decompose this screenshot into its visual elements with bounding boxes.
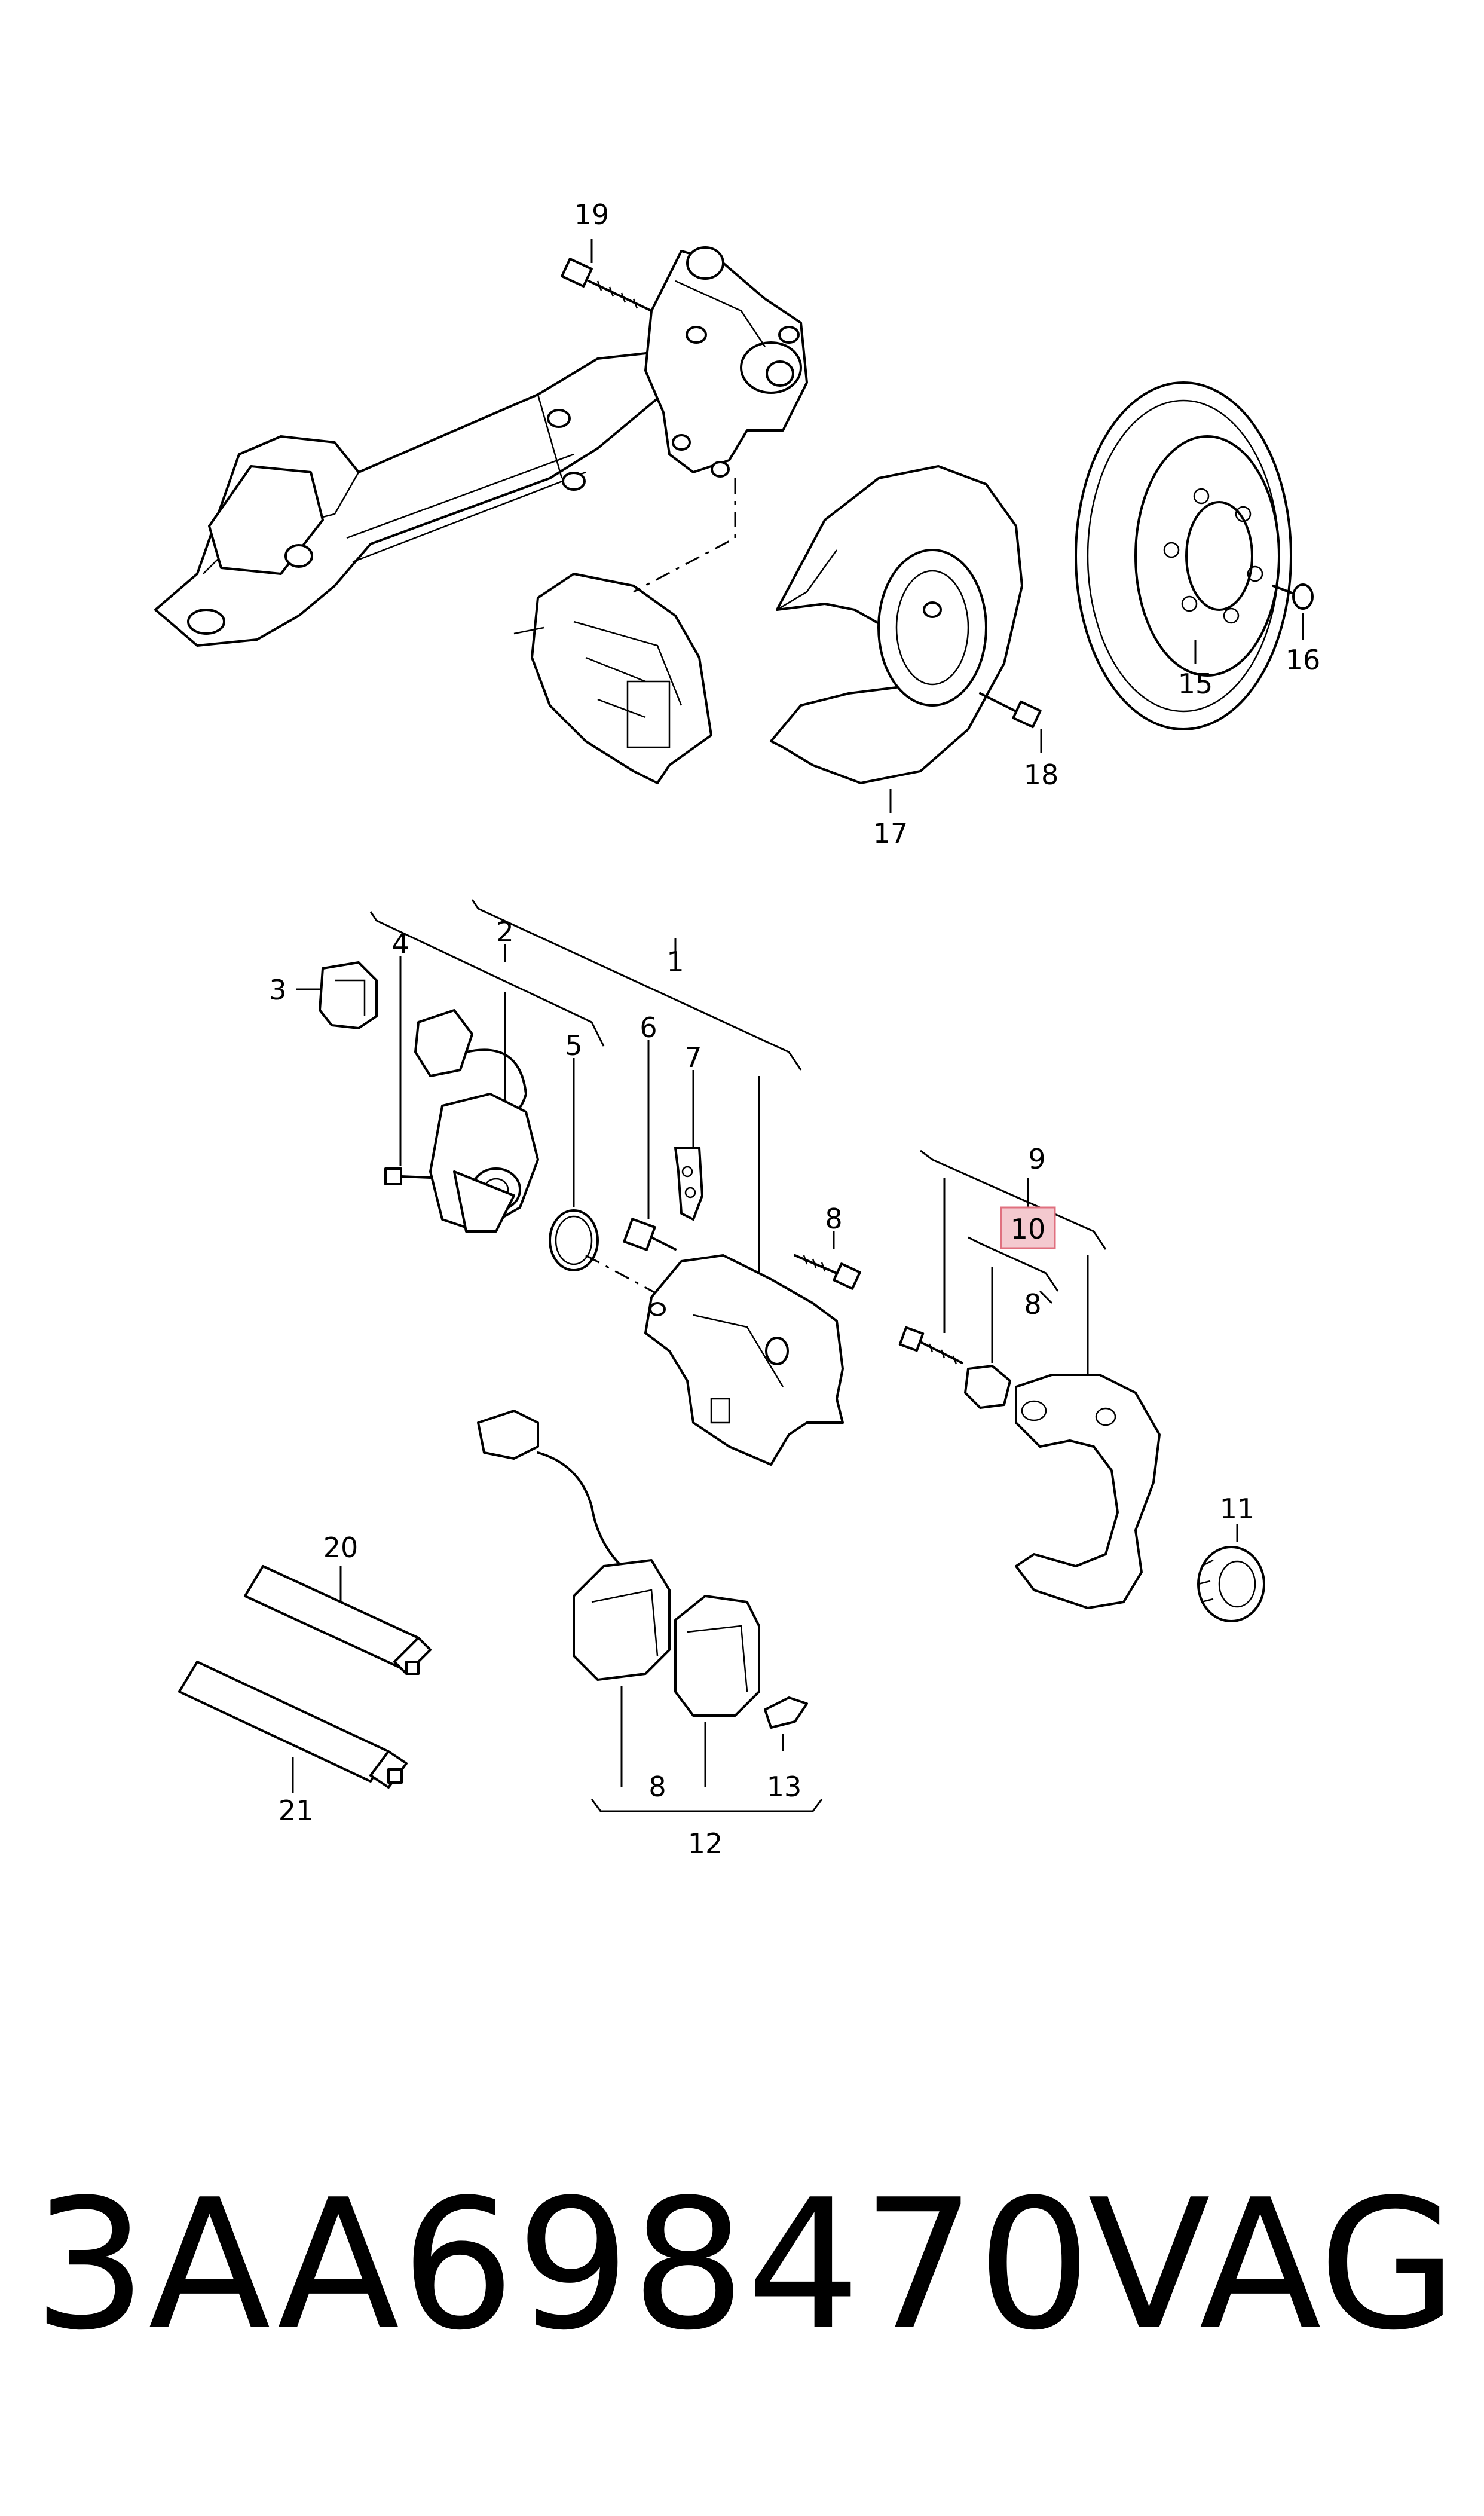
callout-20: 20 (323, 1531, 359, 1564)
brake-caliper-top (513, 573, 712, 784)
callout-11: 11 (1220, 1493, 1255, 1525)
bracket-1 (471, 899, 802, 1071)
callout-19: 19 (574, 198, 610, 231)
part-number: 3AA698470 (33, 2161, 1093, 2370)
wheel-bearing-11 (1197, 1524, 1265, 1622)
callout-17: 17 (873, 817, 908, 849)
wheel-carrier (644, 246, 808, 478)
axis-line-caliper-mid (585, 1254, 664, 1298)
bracket-12 (590, 1799, 823, 1812)
wear-sensor-cable (477, 1410, 635, 1579)
callout-3: 3 (269, 974, 286, 1006)
callout-8-right: 8 (1024, 1288, 1041, 1320)
parking-brake-motor (414, 1009, 539, 1233)
brake-disc (1075, 381, 1292, 730)
callout-2: 2 (496, 916, 513, 948)
callout-5: 5 (565, 1029, 582, 1062)
grease-tube-21 (178, 1661, 408, 1793)
callout-10: 10 (1011, 1213, 1046, 1245)
trailing-arm (154, 351, 671, 647)
callout-4: 4 (391, 928, 409, 960)
callout-15: 15 (1178, 668, 1213, 700)
clip-13 (764, 1696, 808, 1751)
callout-9: 9 (1028, 1143, 1045, 1175)
bolt-4 (384, 956, 432, 1185)
callout-16: 16 (1286, 644, 1321, 676)
connector-3 (296, 961, 378, 1029)
leader-10-right (1039, 1290, 1053, 1304)
brand-name: VAG (1088, 2161, 1458, 2370)
bracket-9 (920, 1150, 1107, 1250)
callout-21: 21 (279, 1794, 314, 1827)
bracket-10 (968, 1236, 1059, 1292)
highlight-box-10 (1000, 1206, 1056, 1249)
callout-18: 18 (1024, 759, 1059, 791)
caliper-carrier (898, 1326, 1161, 1609)
axis-line-caliper-top (633, 478, 736, 593)
bracket-2 (369, 911, 605, 1047)
screw-16 (1272, 583, 1314, 610)
dust-cap-7 (674, 1070, 703, 1221)
bleeder-6 (623, 1040, 677, 1251)
callout-12: 12 (688, 1827, 723, 1860)
brake-pad-inner (674, 1595, 760, 1787)
brake-pad-outer (573, 1559, 671, 1787)
splash-shield (770, 465, 1023, 784)
callout-8-bottom: 8 (648, 1771, 666, 1803)
caliper-housing (644, 1254, 844, 1466)
callout-13: 13 (767, 1771, 802, 1803)
exploded-parts-diagram: 19 15 16 18 17 1 2 3 4 5 6 7 8 9 10 8 11… (154, 198, 1321, 1860)
bolt-8-mid (794, 1231, 861, 1290)
callout-7: 7 (684, 1041, 702, 1074)
bolt-18 (979, 692, 1042, 729)
callout-1: 1 (666, 946, 684, 978)
callout-6: 6 (640, 1011, 657, 1044)
bolt-19 (561, 258, 653, 312)
callout-8-mid: 8 (825, 1203, 842, 1235)
o-ring-5 (549, 1058, 599, 1271)
grease-tube-20 (244, 1565, 432, 1675)
